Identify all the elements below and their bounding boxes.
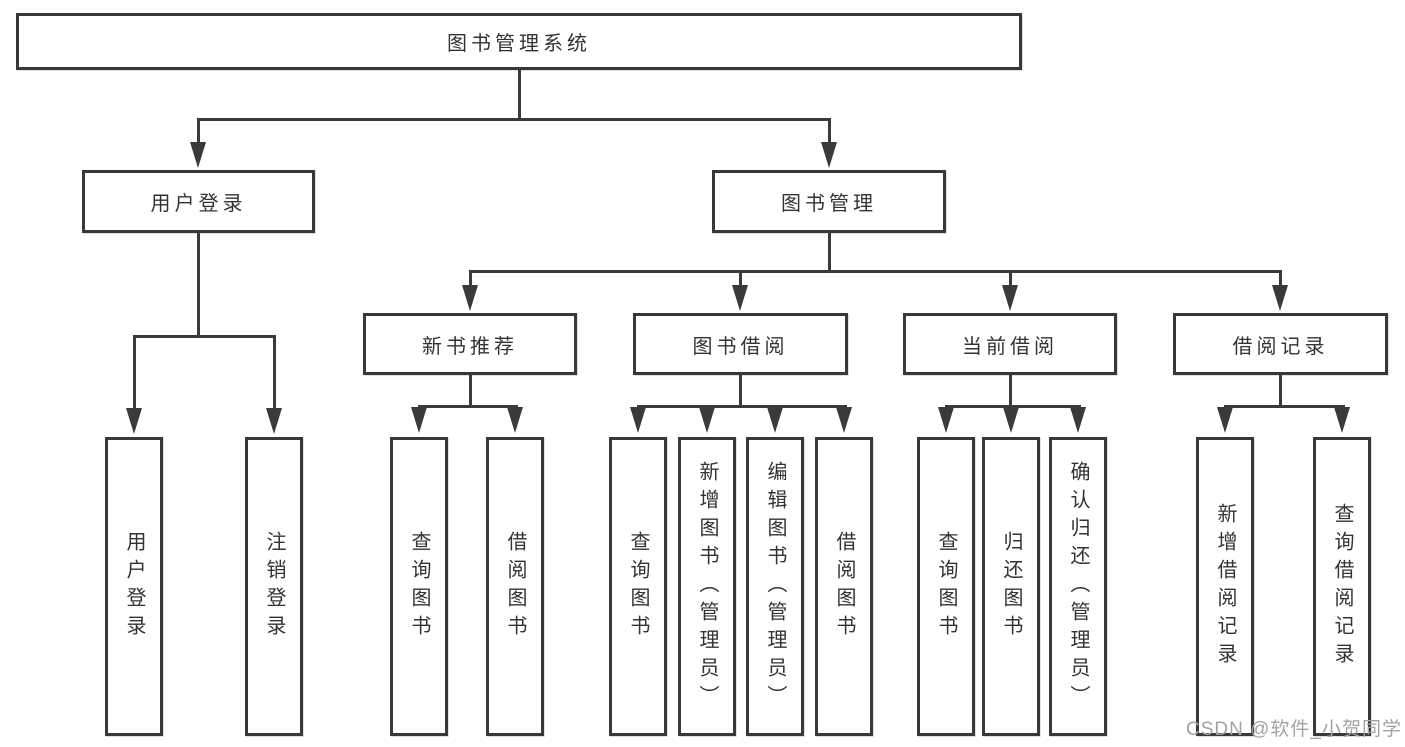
arrow-down-icon: [767, 407, 783, 433]
arrow-down-icon: [266, 408, 282, 434]
connector-stub: [273, 335, 276, 410]
node-book-borrowing: 图书借阅: [633, 313, 848, 375]
arrow-down-icon: [462, 285, 478, 311]
arrow-down-icon: [821, 142, 837, 168]
connector-recommend-split: [418, 405, 518, 408]
leaf-borrow-books-1: 借阅图书: [486, 437, 544, 736]
leaf-return-books: 归还图书: [982, 437, 1040, 736]
node-book-management: 图书管理: [712, 170, 946, 233]
connector-stub: [469, 270, 472, 286]
leaf-borrow-books-2: 借阅图书: [815, 437, 873, 736]
connector-current-split: [945, 405, 1081, 408]
arrow-down-icon: [1070, 407, 1086, 433]
leaf-query-books-1: 查询图书: [390, 437, 448, 736]
arrow-down-icon: [630, 407, 646, 433]
connector-stub: [197, 118, 200, 144]
arrow-down-icon: [1003, 407, 1019, 433]
arrow-down-icon: [1334, 407, 1350, 433]
connector-book-mgmt-stem: [828, 233, 831, 272]
arrow-down-icon: [1217, 407, 1233, 433]
connector-stub: [133, 335, 136, 410]
node-borrowing-records: 借阅记录: [1173, 313, 1388, 375]
connector-stub: [1279, 270, 1282, 286]
connector-stub: [1009, 270, 1012, 286]
connector-records-split: [1224, 405, 1345, 408]
arrow-down-icon: [938, 407, 954, 433]
leaf-edit-books-admin: 编辑图书（管理员）: [746, 437, 804, 736]
leaf-add-borrow-record: 新增借阅记录: [1196, 437, 1254, 736]
connector-stub: [739, 270, 742, 286]
connector-level3-split: [469, 270, 1282, 273]
leaf-add-books-admin: 新增图书（管理员）: [678, 437, 736, 736]
connector-borrowing-stem: [739, 375, 742, 407]
arrow-down-icon: [126, 408, 142, 434]
arrow-down-icon: [1002, 285, 1018, 311]
connector-stub: [828, 118, 831, 144]
connector-root-stem: [518, 70, 521, 118]
arrow-down-icon: [1272, 285, 1288, 311]
connector-borrowing-split: [637, 405, 847, 408]
leaf-query-books-3: 查询图书: [917, 437, 975, 736]
arrow-down-icon: [411, 407, 427, 433]
node-new-book-recommendation: 新书推荐: [363, 313, 577, 375]
arrow-down-icon: [507, 407, 523, 433]
arrow-down-icon: [732, 285, 748, 311]
connector-user-login-split: [133, 335, 276, 338]
leaf-logout: 注销登录: [245, 437, 303, 736]
leaf-user-login: 用户登录: [105, 437, 163, 736]
leaf-query-borrow-record: 查询借阅记录: [1313, 437, 1371, 736]
connector-current-stem: [1009, 375, 1012, 407]
arrow-down-icon: [190, 142, 206, 168]
csdn-watermark: CSDN @软件_小贺同学: [1186, 719, 1402, 740]
arrow-down-icon: [699, 407, 715, 433]
leaf-confirm-return-admin: 确认归还（管理员）: [1049, 437, 1107, 736]
node-user-login: 用户登录: [82, 170, 315, 233]
node-library-management-system: 图书管理系统: [16, 13, 1022, 70]
leaf-query-books-2: 查询图书: [609, 437, 667, 736]
connector-recommend-stem: [469, 375, 472, 407]
arrow-down-icon: [836, 407, 852, 433]
connector-user-login-stem: [197, 233, 200, 337]
connector-level2-split: [197, 118, 831, 121]
connector-records-stem: [1279, 375, 1282, 407]
node-current-borrowing: 当前借阅: [903, 313, 1117, 375]
